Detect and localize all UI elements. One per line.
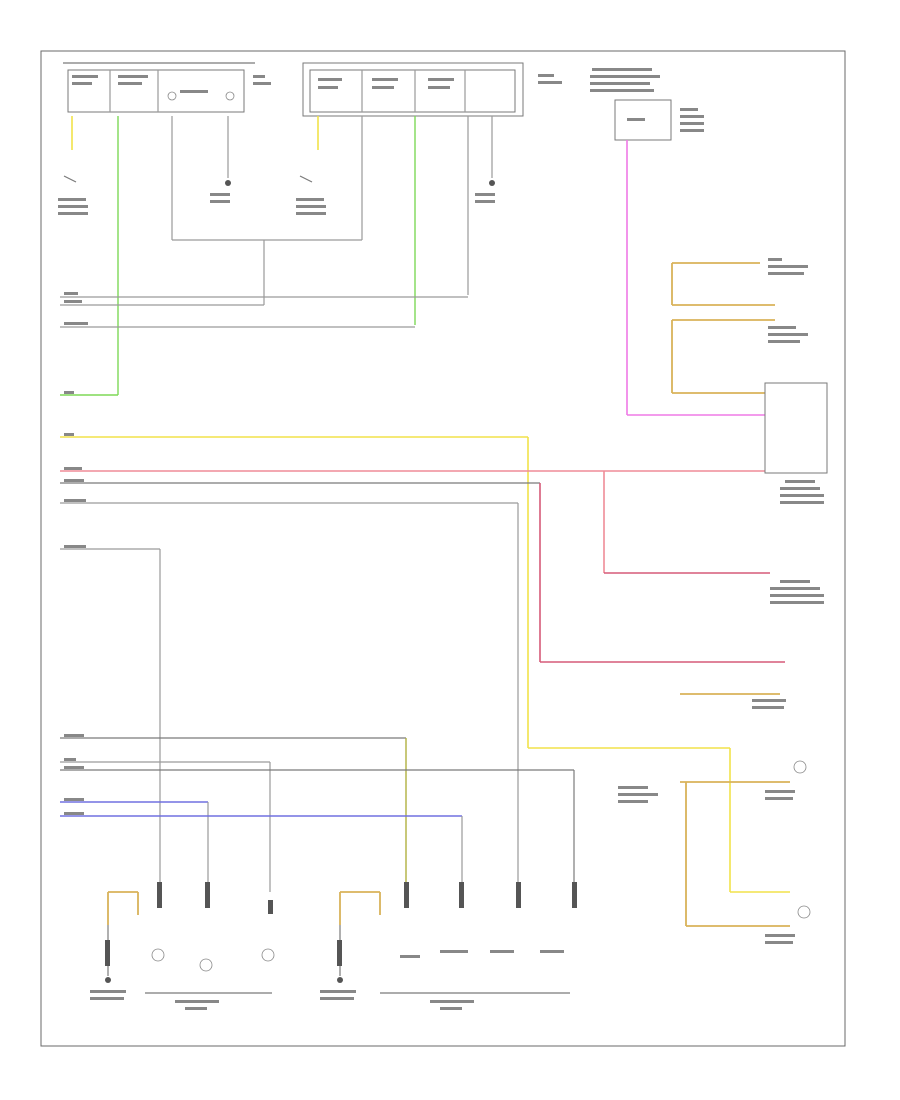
ground-icon xyxy=(105,977,111,983)
switch-icon xyxy=(63,175,77,183)
middle-rear-lamp-module xyxy=(302,62,562,117)
ground-icon xyxy=(225,180,231,186)
license-lamp-icon xyxy=(797,905,811,919)
lamp-bulb-icon xyxy=(261,948,275,962)
ground-icon xyxy=(337,977,343,983)
lamp-bulb-icon xyxy=(151,948,165,962)
diagram-frame xyxy=(40,50,846,1047)
control-module-box xyxy=(764,382,828,474)
lamp-bulb-icon xyxy=(199,958,213,972)
ground-icon xyxy=(489,180,495,186)
bottom-right-lamp-group xyxy=(320,891,570,1010)
license-lamp-icon xyxy=(793,760,807,774)
left-rear-lamp-module xyxy=(63,62,271,113)
top-branch-wiring xyxy=(58,116,765,416)
lamp-bulb-icon xyxy=(167,91,177,101)
switch-icon xyxy=(299,175,313,183)
fuse-relay-module xyxy=(590,68,704,141)
lamp-bulb-icon xyxy=(225,91,235,101)
right-side-components xyxy=(618,258,828,944)
harness-bus xyxy=(60,292,790,893)
bottom-left-lamp-group xyxy=(90,891,275,1010)
connector-pins xyxy=(105,882,577,966)
